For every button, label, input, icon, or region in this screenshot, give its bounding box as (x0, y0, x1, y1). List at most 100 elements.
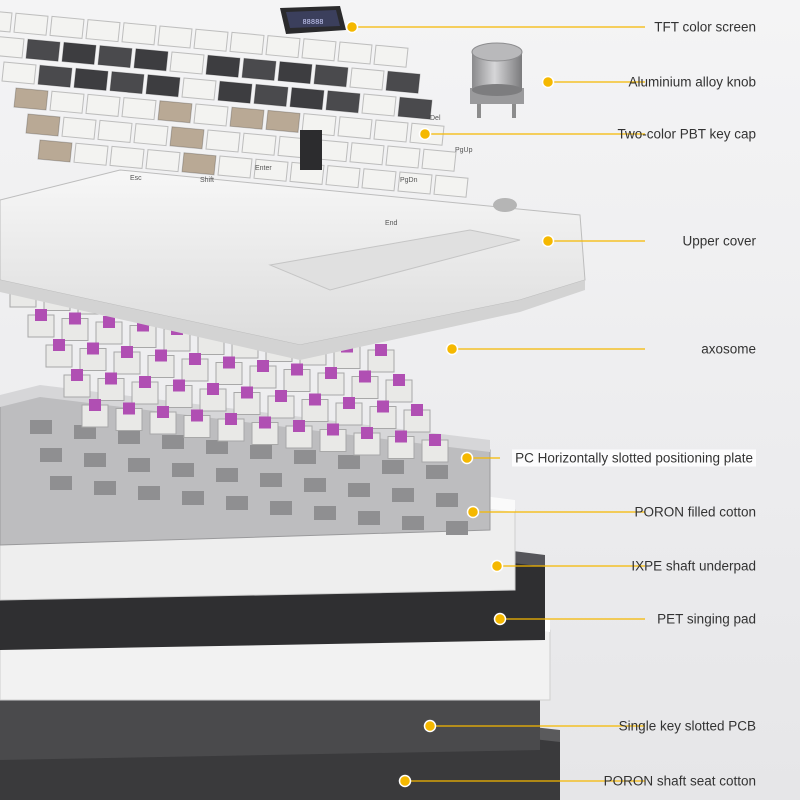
keycap (85, 19, 121, 43)
callout-dot-knob (541, 75, 555, 89)
keycap (373, 119, 409, 143)
switch-stem (121, 346, 133, 358)
keycap (217, 80, 253, 104)
plate-slot (402, 516, 424, 530)
callout-label-ixpe-underpad: IXPE shaft underpad (631, 558, 756, 574)
callout-label-axosome: axosome (701, 341, 756, 357)
plate-slots (30, 420, 468, 535)
switch-stem (411, 404, 423, 416)
callout-leaders (345, 20, 645, 788)
keycap (265, 109, 301, 133)
keycap (145, 149, 181, 173)
keycap (61, 41, 97, 65)
tft-screen: 88888 (280, 6, 346, 170)
keycap (421, 148, 457, 172)
plate-slot (226, 496, 248, 510)
switch-stem (429, 434, 441, 446)
keycap (133, 48, 169, 72)
keycap (97, 119, 133, 143)
switch-stem (139, 376, 151, 388)
callout-dot-positioning-plate (460, 451, 474, 465)
plate-slot (382, 460, 404, 474)
keycap (313, 64, 349, 88)
keycap (325, 90, 361, 114)
switch-stem (173, 379, 185, 392)
layer-upper-cover (0, 169, 586, 360)
plate-slot (74, 425, 96, 439)
keycap (133, 123, 169, 147)
keycap (253, 83, 289, 107)
switch-stem (309, 393, 321, 406)
keycap (1, 61, 37, 85)
keycap (181, 77, 217, 101)
switch-stem (393, 374, 405, 386)
plate-slot (270, 501, 292, 515)
plate-slot (358, 511, 380, 525)
keycap (337, 41, 373, 65)
callout-label-keycap: Two-color PBT key cap (617, 126, 756, 142)
switch-stem (375, 344, 387, 356)
callout-label-pcb: Single key slotted PCB (618, 718, 756, 734)
switch-stem (69, 312, 81, 325)
plate-slot (260, 473, 282, 487)
plate-slot (206, 440, 228, 454)
keycap (169, 126, 205, 150)
keycap (385, 145, 421, 169)
switch-stem (291, 363, 303, 376)
keycap (13, 87, 49, 111)
plate-slot (446, 521, 468, 535)
keycap (241, 57, 277, 81)
callout-dot-ixpe-underpad (490, 559, 504, 573)
keycap (277, 61, 313, 85)
callout-label-poron-filled-cotton: PORON filled cotton (634, 504, 756, 520)
plate-slot (304, 478, 326, 492)
plate-slot (50, 476, 72, 490)
switch-stem (257, 360, 269, 372)
keycap-legend: Esc (130, 175, 142, 182)
plate-slot (118, 430, 140, 444)
keycap (361, 168, 397, 192)
keycap (49, 15, 85, 39)
switch-stem (223, 356, 235, 369)
plate-slot (162, 435, 184, 449)
switch-stem (191, 409, 203, 422)
plate-slot (338, 455, 360, 469)
keycap (205, 129, 241, 153)
switch-stem (103, 316, 115, 328)
keycap (397, 171, 433, 195)
callout-dot-keycap (418, 127, 432, 141)
keycap (373, 44, 409, 68)
switch-stem (361, 427, 373, 439)
keycap (253, 158, 289, 182)
keycap (0, 36, 25, 59)
keycap-legend: Shift (200, 177, 214, 184)
plate-slot (348, 483, 370, 497)
plate-slot (40, 448, 62, 462)
keycap (205, 54, 241, 78)
plate-slot (30, 420, 52, 434)
plate-slot (250, 445, 272, 459)
callout-dot-pcb (423, 719, 437, 733)
switch-stem (87, 342, 99, 355)
switch-stem (241, 386, 253, 399)
switch-stem (207, 383, 219, 395)
keycap (97, 45, 133, 69)
aluminium-knob (470, 42, 524, 118)
switch-stem (395, 430, 407, 443)
callout-label-knob: Aluminium alloy knob (628, 74, 756, 90)
keycap (385, 70, 421, 94)
plate-slot (314, 506, 336, 520)
keycap (25, 38, 61, 62)
callout-label-tft-screen: TFT color screen (654, 19, 756, 35)
keycap (37, 139, 73, 163)
keycap (241, 132, 277, 156)
keycap-legend: PgDn (400, 177, 418, 184)
keycap (289, 87, 325, 111)
keycap (217, 155, 253, 179)
plate-slot (294, 450, 316, 464)
screen-readout: 88888 (302, 19, 323, 27)
plate-slot (436, 493, 458, 507)
keycap (157, 100, 193, 124)
switch-stem (123, 402, 135, 415)
keycap (349, 142, 385, 166)
